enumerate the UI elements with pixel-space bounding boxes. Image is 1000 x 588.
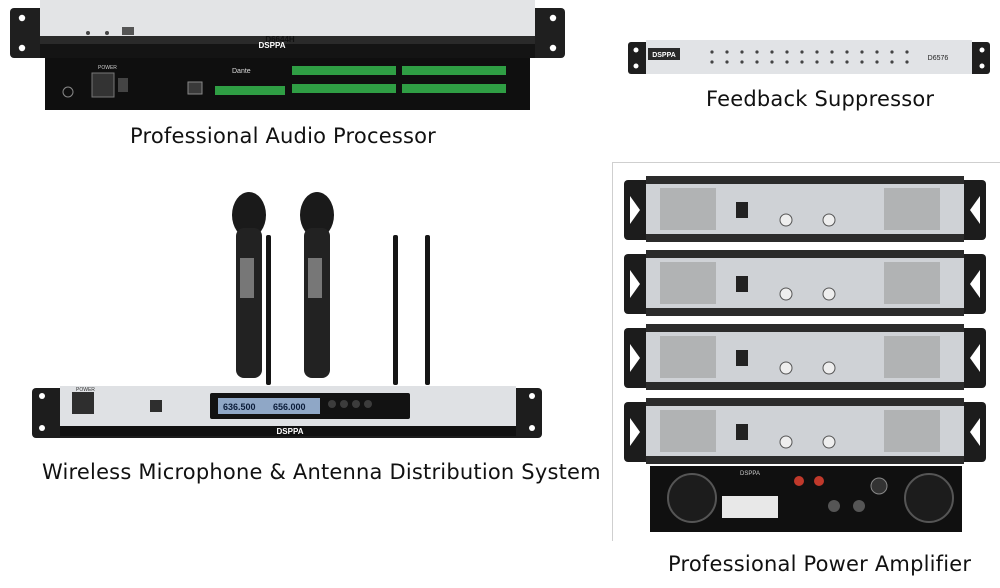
volume-knob-icon [822, 213, 836, 227]
display-frequency-b: 656.000 [273, 402, 306, 412]
led-indicator-icon [860, 50, 864, 54]
power-amplifier-product: DSPPA [624, 176, 986, 536]
terminal-block-icon [402, 84, 506, 93]
suppressor-panel [646, 40, 972, 74]
microphone-icon [300, 192, 334, 378]
power-label: POWER [98, 65, 117, 71]
led-indicator-icon [875, 50, 879, 54]
terminal-block-icon [215, 86, 285, 95]
power-button-icon [72, 392, 94, 414]
vent-grille-icon [884, 262, 940, 304]
wireless-system-image: 636.500 656.000 DSPPA POWER [32, 192, 542, 438]
led-indicator-icon [710, 50, 714, 54]
power-switch-icon [736, 350, 748, 366]
volume-knob-icon [822, 435, 836, 449]
wireless-system-product: 636.500 656.000 DSPPA POWER [32, 190, 542, 445]
caption-feedback-suppressor: Feedback Suppressor [706, 87, 935, 111]
vent-grille-icon [884, 188, 940, 230]
led-indicator-icon [800, 50, 804, 54]
led-indicator-icon [845, 50, 849, 54]
power-socket-icon [91, 72, 115, 98]
cooling-fan-icon [667, 473, 717, 523]
led-indicator-icon [830, 50, 834, 54]
led-indicator-icon [800, 60, 804, 64]
led-indicator-icon [815, 60, 819, 64]
caption-wireless-system: Wireless Microphone & Antenna Distributi… [42, 460, 601, 484]
power-amplifier-image: DSPPA [624, 176, 986, 532]
model-label: D6644H [265, 35, 295, 44]
led-indicator-icon [785, 60, 789, 64]
audio-processor-image: DSPPA D6644H POWER Dante [10, 0, 565, 110]
ethernet-port-icon [187, 81, 203, 95]
led-indicator-icon [815, 50, 819, 54]
vent-grille-icon [884, 410, 940, 452]
display-frequency-a: 636.500 [223, 402, 256, 412]
vent-grille-icon [660, 188, 716, 230]
vent-grille-icon [660, 410, 716, 452]
antenna-icon [393, 235, 398, 385]
microphone-icon [232, 192, 266, 378]
volume-knob-icon [822, 361, 836, 375]
amplifier-unit [624, 176, 986, 242]
vent-grille-icon [884, 336, 940, 378]
led-indicator-icon [905, 60, 909, 64]
led-indicator-icon [830, 60, 834, 64]
terminal-block-icon [402, 66, 506, 75]
antenna-icon [425, 235, 430, 385]
led-indicator-icon [770, 50, 774, 54]
front-brand: DSPPA [259, 41, 286, 50]
led-indicator-icon [755, 50, 759, 54]
caption-audio-processor: Professional Audio Processor [130, 124, 436, 148]
power-switch-icon [736, 276, 748, 292]
usb-port-icon [122, 27, 134, 35]
led-indicator-icon [755, 60, 759, 64]
volume-knob-icon [779, 213, 793, 227]
led-indicator-icon [725, 60, 729, 64]
volume-knob-icon [779, 287, 793, 301]
dante-label: Dante [232, 68, 251, 75]
vent-grille-icon [660, 336, 716, 378]
led-indicator-icon [890, 60, 894, 64]
power-switch-icon [736, 424, 748, 440]
led-indicator-icon [740, 50, 744, 54]
amplifier-unit [624, 324, 986, 390]
led-indicator-icon [875, 60, 879, 64]
power-switch-icon [118, 78, 128, 92]
caption-power-amplifier: Professional Power Amplifier [668, 552, 972, 576]
led-indicator-icon [905, 50, 909, 54]
terminal-block-icon [292, 84, 396, 93]
suppressor-brand: DSPPA [652, 52, 676, 59]
vent-grille-icon [660, 262, 716, 304]
led-indicator-icon [785, 50, 789, 54]
receiver-brand: DSPPA [277, 427, 304, 436]
led-indicator-icon [725, 50, 729, 54]
antenna-icon [266, 235, 271, 385]
led-indicator-icon [860, 60, 864, 64]
receiver-power-label: POWER [76, 387, 95, 393]
amplifier-unit [624, 250, 986, 316]
power-switch-icon [736, 202, 748, 218]
led-indicator-icon [770, 60, 774, 64]
led-indicator-icon [740, 60, 744, 64]
led-indicator-icon [845, 60, 849, 64]
suppressor-model: D6576 [928, 55, 949, 62]
amplifier-unit [624, 398, 986, 464]
volume-knob-icon [822, 287, 836, 301]
led-indicator-icon [710, 60, 714, 64]
audio-processor-product: DSPPA D6644H POWER Dante [10, 0, 565, 115]
feedback-suppressor-image: DSPPA D6576 [628, 40, 990, 74]
amplifier-rear-brand: DSPPA [740, 471, 760, 477]
volume-knob-icon [779, 361, 793, 375]
led-indicator-icon [890, 50, 894, 54]
cooling-fan-icon [904, 473, 954, 523]
feedback-suppressor-product: DSPPA D6576 [628, 38, 990, 78]
terminal-block-icon [292, 66, 396, 75]
power-amplifier-frame [612, 162, 1000, 541]
volume-knob-icon [779, 435, 793, 449]
